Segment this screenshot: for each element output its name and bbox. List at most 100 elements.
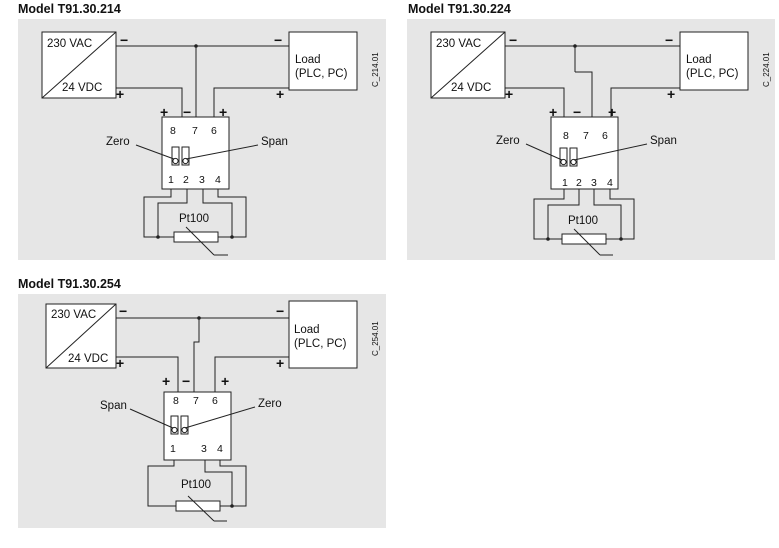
plus-sign: + [116, 86, 124, 102]
wiring-diagram-panel: 230 VAC 24 VDC Load (PLC, PC) C_254.01 −… [18, 294, 386, 528]
terminal-label: 6 [212, 395, 218, 407]
potentiometer-screw [181, 426, 188, 434]
load-label: Load [295, 54, 321, 66]
terminal-label: 8 [563, 130, 569, 142]
zero-leader-line [525, 143, 563, 161]
right-potentiometer [180, 415, 189, 435]
junction-dot [194, 44, 198, 48]
sensor-wire-3 [204, 460, 233, 506]
converter-diagonal [41, 31, 117, 99]
span-label: Span [650, 135, 677, 147]
terminal-label: 7 [193, 395, 199, 407]
load-box [679, 31, 749, 91]
span-label: Span [261, 136, 288, 148]
model-title: Model T91.30.254 [18, 277, 121, 291]
supply-positive-wire [116, 356, 179, 392]
terminal-label: 1 [170, 443, 176, 455]
plus-sign: + [116, 355, 124, 371]
drawing-code: C_214.01 [371, 52, 380, 87]
junction-dot [230, 235, 234, 239]
terminal-7-wire [575, 71, 593, 117]
pt100-label: Pt100 [181, 479, 211, 491]
drawing-code: C_224.01 [762, 52, 771, 87]
load-positive-wire [213, 87, 289, 117]
drawing-code: C_254.01 [371, 321, 380, 356]
load-sublabel: (PLC, PC) [295, 68, 348, 80]
span-leader-line [185, 144, 259, 160]
load-box [288, 300, 358, 369]
terminal-label: 4 [217, 443, 223, 455]
zero-label: Zero [106, 136, 130, 148]
supply-dc-label: 24 VDC [62, 82, 102, 94]
plus-sign: + [276, 355, 284, 371]
plus-sign: + [505, 86, 513, 102]
terminal-label: 6 [211, 125, 217, 137]
supply-ac-label: 230 VAC [51, 309, 96, 321]
supply-dc-label: 24 VDC [68, 353, 108, 365]
minus-sign: − [274, 32, 282, 48]
minus-sign: − [665, 32, 673, 48]
supply-ac-label: 230 VAC [47, 38, 92, 50]
pt100-label: Pt100 [179, 213, 209, 225]
plus-sign: + [608, 104, 616, 120]
terminal-label: 8 [170, 125, 176, 137]
wiring-diagram: 230 VAC 24 VDC Load (PLC, PC) C_254.01 −… [45, 300, 380, 522]
load-label: Load [294, 324, 320, 336]
sensor-wire-2 [547, 189, 580, 239]
junction-dot [546, 237, 550, 241]
plus-sign: + [160, 104, 168, 120]
supply-ac-label: 230 VAC [436, 38, 481, 50]
plus-sign: + [221, 373, 229, 389]
junction-dot [197, 316, 201, 320]
wiring-diagram: 230 VAC 24 VDC Load (PLC, PC) C_224.01 −… [430, 31, 771, 256]
minus-sign: − [183, 104, 191, 120]
zero-leader-line [135, 144, 175, 160]
sensor-wire-4 [217, 189, 247, 238]
plus-sign: + [667, 86, 675, 102]
resistor-arrow [187, 495, 215, 522]
converter-diagonal [45, 303, 117, 369]
resistor-arrow [573, 228, 601, 256]
sensor-wire-3 [202, 189, 233, 237]
wiring-diagram-panel: 230 VAC 24 VDC Load (PLC, PC) C_214.01 −… [18, 19, 386, 260]
terminal-label: 4 [607, 177, 613, 189]
minus-sign: − [509, 32, 517, 48]
minus-sign: − [120, 32, 128, 48]
wiring-diagram-panel: 230 VAC 24 VDC Load (PLC, PC) C_224.01 −… [407, 19, 775, 260]
pt100-label: Pt100 [568, 215, 598, 227]
sensor-wire-4 [219, 460, 247, 507]
load-label: Load [686, 54, 712, 66]
terminal-label: 1 [562, 177, 568, 189]
terminal-label: 6 [602, 130, 608, 142]
load-box [288, 31, 358, 91]
left-potentiometer [171, 146, 180, 166]
potentiometer-screw [570, 158, 577, 166]
left-potentiometer [170, 415, 179, 435]
sensor-wire-4 [609, 189, 635, 240]
potentiometer-screw [182, 157, 189, 165]
minus-sign: − [276, 303, 284, 319]
right-potentiometer [181, 146, 190, 166]
model-title: Model T91.30.224 [408, 2, 511, 16]
model-title: Model T91.30.214 [18, 2, 121, 16]
load-positive-wire [610, 87, 680, 117]
potentiometer-screw [172, 157, 179, 165]
load-positive-wire [214, 356, 289, 392]
supply-positive-wire [505, 87, 565, 117]
plus-sign: + [219, 104, 227, 120]
plus-sign: + [162, 373, 170, 389]
sensor-wire-2 [157, 189, 188, 237]
terminal-label: 7 [192, 125, 198, 137]
span-label: Span [100, 400, 127, 412]
terminal-label: 2 [576, 177, 582, 189]
load-sublabel: (PLC, PC) [294, 338, 347, 350]
terminal-label: 2 [183, 174, 189, 186]
terminal-label: 8 [173, 395, 179, 407]
junction-dot [230, 504, 234, 508]
terminal-label: 3 [199, 174, 205, 186]
span-leader-line [129, 408, 174, 429]
left-potentiometer [559, 147, 568, 167]
junction-dot [156, 235, 160, 239]
supply-dc-label: 24 VDC [451, 82, 491, 94]
potentiometer-screw [171, 426, 178, 434]
